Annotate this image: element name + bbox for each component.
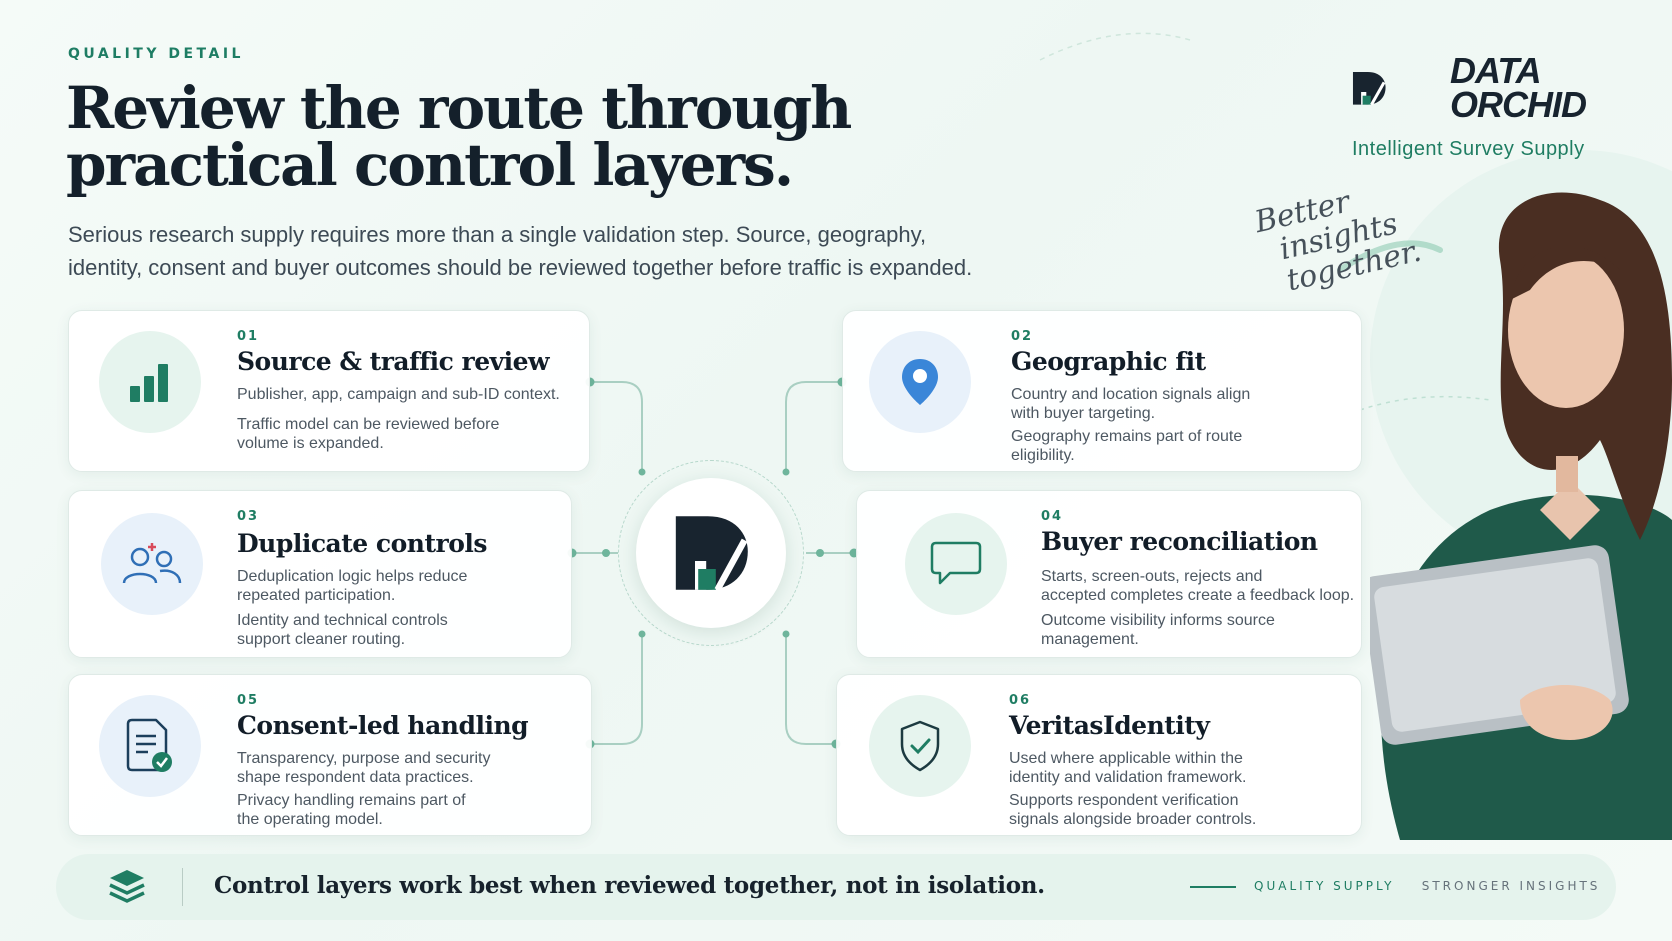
card-detail-1a: Transparency, purpose and security [237,750,491,767]
card-detail-2b: support cleaner routing. [237,631,406,648]
card-detail-2a: Supports respondent verification [1009,792,1239,809]
card-detail-2a: Outcome visibility informs source [1041,612,1275,629]
card-number: 06 [1009,693,1032,708]
card-number: 05 [237,693,260,708]
brand-name: DATA ORCHID [1450,50,1630,125]
card-detail-1b: shape respondent data practices. [237,769,474,786]
control-card-veritas-identity[interactable]: 06 VeritasIdentity Used where applicable… [836,674,1362,836]
card-detail-1b: identity and validation framework. [1009,769,1247,786]
duplicate-users-icon [122,543,182,584]
footer-tagline: QUALITY SUPPLY STRONGER INSIGHTS [1254,879,1600,893]
hub-logo-icon [675,516,748,592]
card-detail-2a: Geography remains part of route [1011,428,1243,445]
card-icon-circle [101,513,203,615]
card-title: Buyer reconciliation [1041,527,1318,556]
card-detail-2b: eligibility. [1011,447,1075,464]
footer-rule [1190,886,1236,888]
control-card-geographic-fit[interactable]: 02 Geographic fit Country and location s… [842,310,1362,472]
card-icon-circle [99,695,201,797]
brand-tagline: Intelligent Survey Supply [1352,138,1585,160]
card-detail-1a: Deduplication logic helps reduce [237,568,468,585]
page-title-line-1: Review the route through [66,74,852,142]
card-detail-1a: Country and location signals align [1011,386,1251,403]
document-check-icon [126,718,172,772]
card-title: Duplicate controls [237,529,487,558]
card-detail-2a: Identity and technical controls [237,612,448,629]
card-detail-2b: the operating model. [237,811,383,828]
card-number: 03 [237,509,260,524]
page-title-line-2: practical control layers. [66,131,794,199]
card-detail-1b: with buyer targeting. [1011,405,1156,422]
card-number: 02 [1011,329,1034,344]
intro-line-2: identity, consent and buyer outcomes sho… [68,255,973,280]
shield-check-icon [900,720,940,772]
card-detail-2b: signals alongside broader controls. [1009,811,1257,828]
card-detail-1b: repeated participation. [237,587,396,604]
card-detail-2b: management. [1041,631,1139,648]
card-title: Source & traffic review [237,347,550,376]
brand-name-line-1: DATA [1450,50,1542,91]
card-title: Geographic fit [1011,347,1206,376]
data-orchid-logo-icon [1352,72,1386,106]
location-pin-icon [902,359,938,405]
footer-divider [182,868,183,906]
eyebrow-label: QUALITY DETAIL [68,46,244,62]
central-hub [618,460,804,646]
card-detail-1b: accepted completes create a feedback loo… [1041,587,1355,604]
bar-chart-icon [130,364,168,402]
card-detail-2a: Privacy handling remains part of [237,792,466,809]
card-icon-circle [99,331,201,433]
woman-with-tablet-image [1370,192,1672,840]
chat-bubble-icon [930,541,982,585]
card-detail-2b: volume is expanded. [237,435,384,452]
control-card-buyer-reconciliation[interactable]: 04 Buyer reconciliation Starts, screen-o… [856,490,1362,658]
footer-tagline-text: STRONGER INSIGHTS [1421,879,1601,893]
card-detail-1: Publisher, app, campaign and sub-ID cont… [237,386,560,403]
control-card-source-traffic[interactable]: 01 Source & traffic review Publisher, ap… [68,310,590,472]
footer-banner: Control layers work best when reviewed t… [56,854,1616,920]
card-title: Consent-led handling [237,711,529,740]
control-card-consent-handling[interactable]: 05 Consent-led handling Transparency, pu… [68,674,592,836]
card-detail-1a: Starts, screen-outs, rejects and [1041,568,1263,585]
footer-tagline-accent: QUALITY SUPPLY [1254,879,1395,893]
stack-layers-icon [109,870,145,903]
card-icon-circle [869,331,971,433]
brand-name-line-2: ORCHID [1450,84,1587,125]
footer-message: Control layers work best when reviewed t… [214,872,1045,899]
footer-tagline-spacer [1401,879,1415,893]
control-card-duplicate-controls[interactable]: 03 Duplicate controls Deduplication logi… [68,490,572,658]
intro-paragraph: Serious research supply requires more th… [68,218,1078,284]
card-number: 01 [237,329,260,344]
card-detail-1a: Used where applicable within the [1009,750,1243,767]
card-icon-circle [869,695,971,797]
card-icon-circle [905,513,1007,615]
card-number: 04 [1041,509,1064,524]
card-detail-2a: Traffic model can be reviewed before [237,416,500,433]
central-hub-inner [636,478,786,628]
card-title: VeritasIdentity [1009,711,1210,740]
page-title: Review the route through practical contr… [66,74,886,199]
intro-line-1: Serious research supply requires more th… [68,222,927,247]
